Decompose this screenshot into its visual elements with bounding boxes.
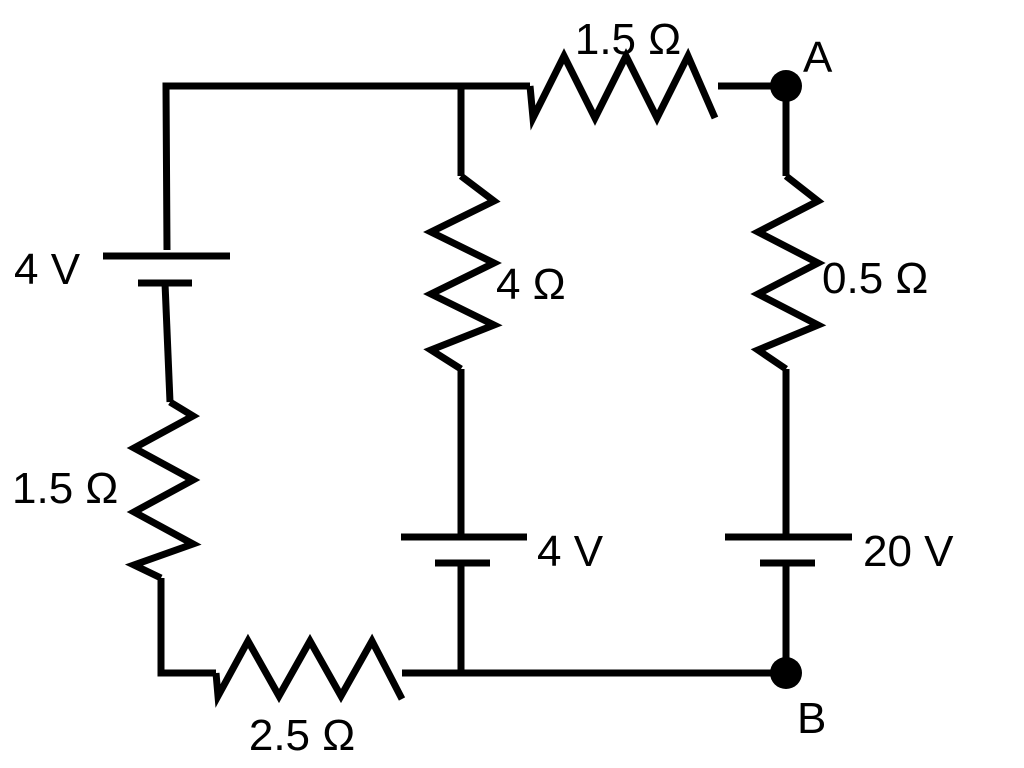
wire-top xyxy=(162,82,530,251)
wire-bottom-left xyxy=(157,578,216,677)
wires xyxy=(157,82,790,677)
label-middle-resistor: 4 Ω xyxy=(496,260,566,309)
resistor-middle xyxy=(423,173,503,372)
label-right-resistor: 0.5 Ω xyxy=(822,254,928,303)
resistor-bottom xyxy=(212,633,406,708)
label-right-battery: 20 V xyxy=(863,527,954,576)
label-top-resistor: 1.5 Ω xyxy=(575,15,681,64)
label-left-resistor: 1.5 Ω xyxy=(12,464,118,513)
resistor-right xyxy=(750,173,827,372)
battery-right xyxy=(725,533,852,567)
label-node-b: B xyxy=(797,694,826,743)
wire-left-mid xyxy=(161,282,174,403)
label-left-battery: 4 V xyxy=(14,245,81,294)
label-node-a: A xyxy=(803,33,833,82)
battery-middle xyxy=(401,533,527,567)
resistor-left xyxy=(124,399,202,582)
node-b-dot xyxy=(770,657,802,689)
label-middle-battery: 4 V xyxy=(537,527,604,576)
resistor-top xyxy=(526,47,719,131)
label-bottom-resistor: 2.5 Ω xyxy=(249,711,355,760)
battery-left xyxy=(103,252,230,287)
node-a-dot xyxy=(770,70,802,102)
